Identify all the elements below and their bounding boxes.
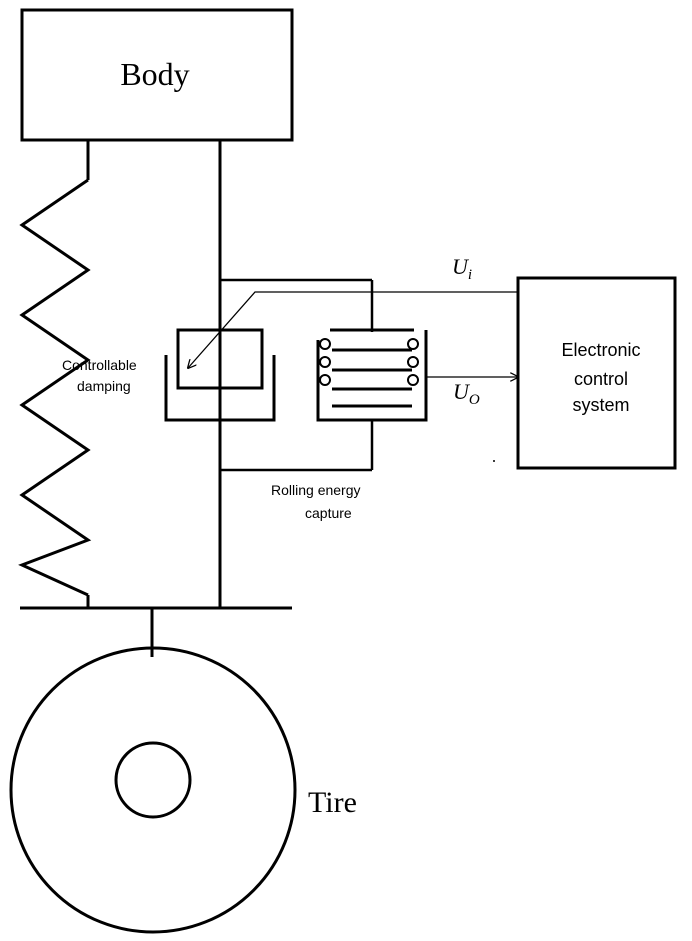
rolling-energy-capture-device: [316, 328, 428, 422]
stray-dot: [493, 460, 495, 462]
ui-label: Ui: [452, 254, 472, 283]
damping-label-line2: damping: [77, 378, 131, 394]
damping-label-line1: Controllable: [62, 357, 137, 373]
ecs-label-line1: Electronic: [561, 340, 640, 360]
body-block: Body: [20, 8, 294, 142]
electronic-control-system: Electronic control system: [516, 276, 677, 470]
controllable-damper: [164, 280, 276, 470]
ecs-label-line2: control: [574, 369, 628, 389]
energy-label-line2: capture: [305, 505, 352, 521]
tire-label: Tire: [308, 786, 357, 819]
control-signal-ui: [188, 291, 518, 368]
body-label: Body: [120, 56, 189, 92]
spring: [18, 140, 92, 608]
energy-label-line1: Rolling energy: [271, 482, 361, 498]
tire: Tire: [9, 646, 357, 934]
ecs-label-line3: system: [572, 395, 629, 415]
uo-label: UO: [453, 379, 480, 408]
parallel-frame: [220, 278, 374, 472]
